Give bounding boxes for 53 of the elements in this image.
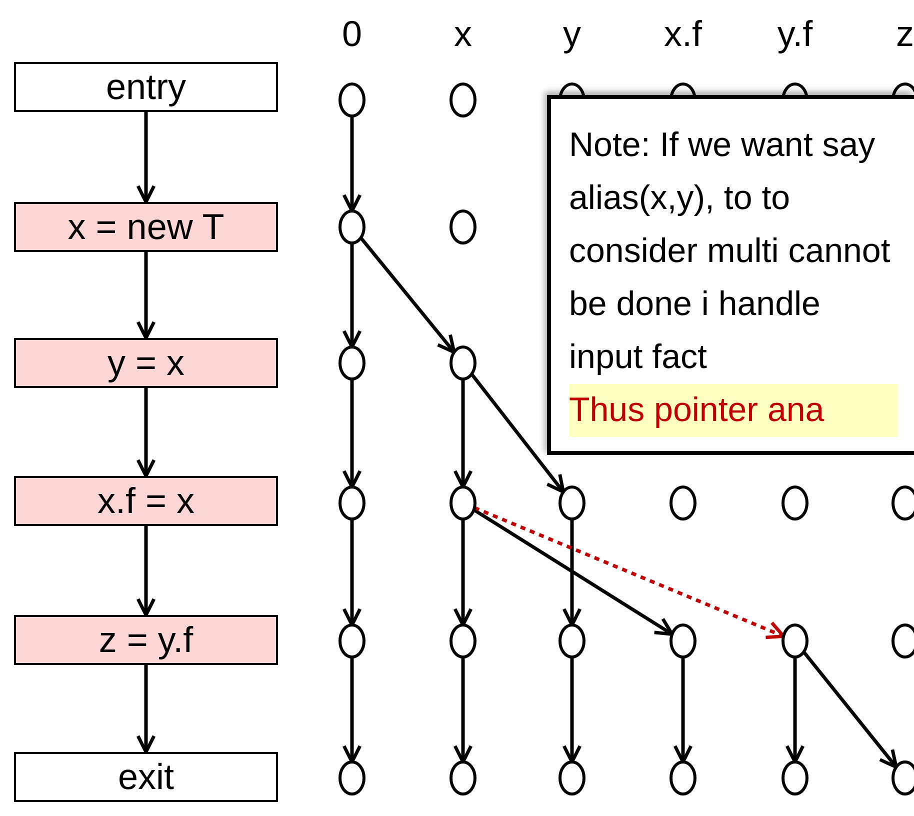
node-circle — [338, 82, 366, 118]
node-circle — [449, 623, 477, 659]
node-circle — [338, 485, 366, 521]
arrow — [136, 665, 156, 754]
column-header: y — [562, 14, 582, 54]
node-circle — [449, 345, 477, 381]
arrow — [562, 519, 582, 627]
node-circle — [781, 623, 809, 659]
statement-box: entry — [14, 62, 278, 112]
node-circle — [781, 760, 809, 796]
arrow — [342, 243, 362, 349]
statement-box: x = new T — [14, 202, 278, 252]
arrow — [453, 519, 473, 627]
statement-box: y = x — [14, 338, 278, 388]
arrow — [474, 506, 786, 640]
node-circle — [669, 760, 697, 796]
node-circle — [558, 760, 586, 796]
arrow — [472, 508, 674, 636]
node-circle — [449, 82, 477, 118]
node-circle — [449, 209, 477, 245]
node-circle — [781, 485, 809, 521]
column-header: x.f — [662, 14, 703, 54]
note-text: Note: If we want say alias(x,y), to to consider multi cannot be done i handle input fact — [569, 125, 892, 378]
arrow — [136, 112, 156, 204]
arrow — [136, 388, 156, 478]
note-box — [547, 95, 914, 455]
node-circle — [338, 623, 366, 659]
column-header: y.f — [776, 14, 814, 54]
node-circle — [338, 345, 366, 381]
arrow — [453, 379, 473, 489]
statement-box: x.f = x — [14, 476, 278, 526]
node-circle — [558, 623, 586, 659]
node-circle — [558, 485, 586, 521]
node-circle — [338, 760, 366, 796]
arrow — [342, 116, 362, 213]
arrow — [470, 373, 566, 494]
arrow — [136, 526, 156, 617]
column-header: 0 — [340, 14, 364, 54]
arrow — [802, 650, 898, 769]
arrow — [136, 252, 156, 340]
column-header: z — [895, 14, 914, 54]
arrow — [359, 236, 456, 354]
column-header: x — [453, 14, 473, 54]
highlighted-note-text: Thus pointer ana — [569, 384, 898, 437]
node-circle — [338, 209, 366, 245]
arrow — [342, 379, 362, 489]
node-circle — [669, 623, 697, 659]
statement-box: exit — [14, 752, 278, 802]
node-circle — [449, 760, 477, 796]
node-circle — [449, 485, 477, 521]
node-circle — [669, 485, 697, 521]
statement-box: z = y.f — [14, 615, 278, 665]
arrow — [342, 519, 362, 627]
